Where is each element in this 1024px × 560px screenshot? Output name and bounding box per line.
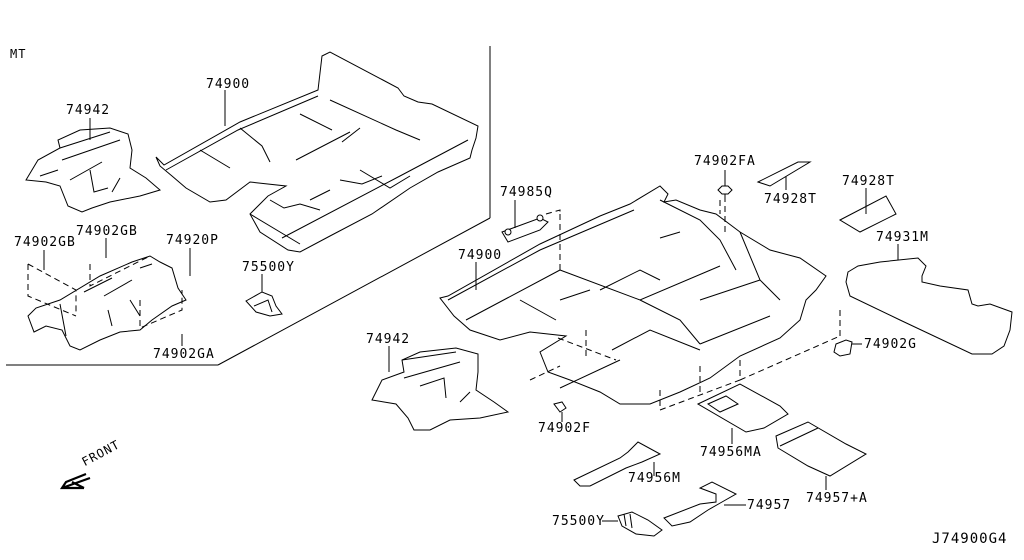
mt-pad <box>245 291 283 317</box>
callout-main-insulator[interactable]: 74942 <box>366 332 411 347</box>
spacer <box>663 481 738 527</box>
diagram-code: J74900G4 <box>932 531 1008 547</box>
pad <box>617 511 663 537</box>
front-arrow-icon <box>59 472 91 490</box>
callout-clip-g[interactable]: 74902G <box>864 337 917 352</box>
callout-mt-clip-ga[interactable]: 74902GA <box>153 347 215 362</box>
mt-floor-carpet <box>155 51 479 253</box>
mt-inset-frame <box>6 46 491 366</box>
section-label: MT <box>10 47 27 61</box>
main-floor-carpet <box>439 185 841 411</box>
callout-main-carpet[interactable]: 74900 <box>458 248 503 263</box>
clip-f <box>553 401 567 413</box>
callout-pad[interactable]: 75500Y <box>552 514 605 529</box>
callout-mt-clip-gb-left[interactable]: 74902GB <box>14 235 76 250</box>
callout-spacer-m[interactable]: 74956M <box>628 471 681 486</box>
mt-dash-insulator <box>25 127 162 213</box>
spacer-m <box>573 441 662 487</box>
carpet-hook <box>501 209 561 243</box>
clip-fa <box>717 185 733 236</box>
rear-floor-mat <box>845 257 1013 355</box>
main-dash-insulator <box>371 347 510 431</box>
mt-console-insulator <box>27 255 187 351</box>
spacer-plus-a <box>775 421 868 477</box>
callout-mt-console-insulator[interactable]: 74920P <box>166 233 219 248</box>
callout-mt-clip-gb-mid[interactable]: 74902GB <box>76 224 138 239</box>
strip-front <box>756 161 812 187</box>
callout-clip-fa[interactable]: 74902FA <box>694 154 756 169</box>
callout-spacer-ma[interactable]: 74956MA <box>700 445 762 460</box>
strip-rear <box>838 195 897 233</box>
clip-g <box>833 339 853 357</box>
callout-mt-pad[interactable]: 75500Y <box>242 260 295 275</box>
callout-mt-carpet[interactable]: 74900 <box>206 77 251 92</box>
callout-rear-mat[interactable]: 74931M <box>876 230 929 245</box>
callout-mt-insulator[interactable]: 74942 <box>66 103 111 118</box>
callout-hook[interactable]: 74985Q <box>500 185 553 200</box>
callout-clip-f[interactable]: 74902F <box>538 421 591 436</box>
callout-spacer-plus-a[interactable]: 74957+A <box>806 491 868 506</box>
callout-strip-rear[interactable]: 74928T <box>842 174 895 189</box>
spacer-ma <box>696 383 789 433</box>
leader-lines <box>43 90 899 522</box>
callout-spacer[interactable]: 74957 <box>747 498 792 513</box>
callout-strip-front[interactable]: 74928T <box>764 192 817 207</box>
